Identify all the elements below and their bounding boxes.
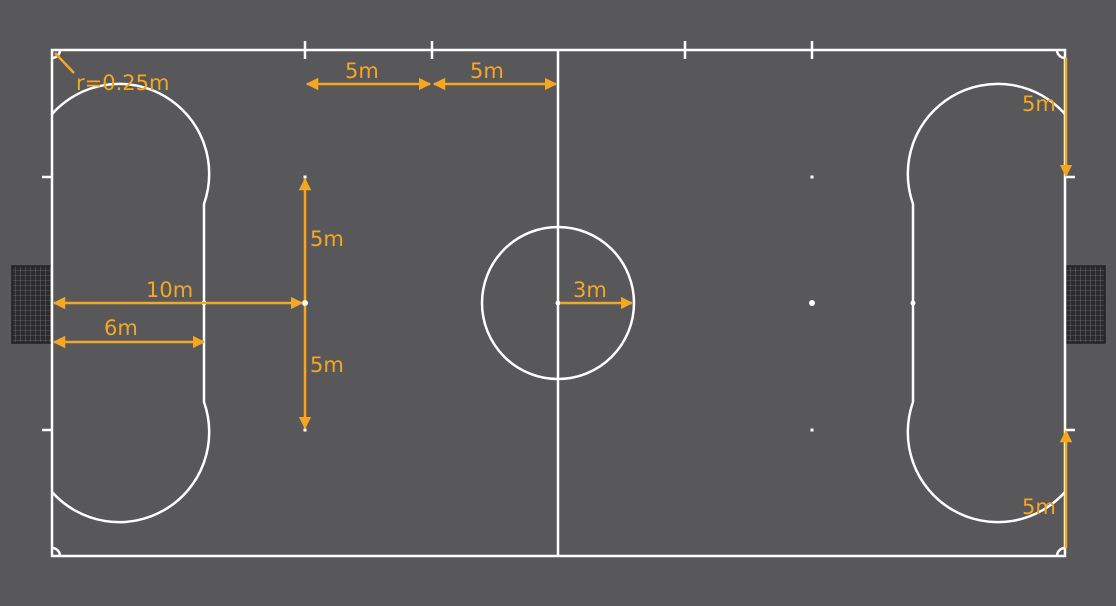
second-penalty-mark-right xyxy=(809,300,815,306)
penalty-mark-right xyxy=(910,300,916,306)
label-touchline-mark-1: 5m xyxy=(345,59,379,83)
goal-net-icon xyxy=(1064,265,1106,344)
center-circle xyxy=(480,225,636,381)
label-touchline-mark-2: 5m xyxy=(470,59,504,83)
label-penalty-mark-distance: 6m xyxy=(104,316,138,340)
distance-mark xyxy=(810,175,814,179)
distance-mark xyxy=(303,428,307,432)
label-second-penalty-distance: 10m xyxy=(146,278,193,302)
corner-arc xyxy=(1055,546,1066,557)
distance-mark xyxy=(303,175,307,179)
corner-radius-leader xyxy=(54,52,75,74)
label-end-sub-zone-bottom: 5m xyxy=(1022,495,1056,519)
label-second-penalty-up: 5m xyxy=(310,227,344,251)
second-penalty-mark-left xyxy=(302,300,308,306)
label-center-circle-radius: 3m xyxy=(573,278,607,302)
label-second-penalty-down: 5m xyxy=(310,353,344,377)
center-spot xyxy=(555,300,561,306)
label-end-sub-zone-top: 5m xyxy=(1022,92,1056,116)
corner-arc xyxy=(51,546,62,557)
label-corner-radius: r=0.25m xyxy=(76,71,169,95)
corner-arc xyxy=(1055,49,1066,60)
distance-mark xyxy=(810,428,814,432)
goal-net-icon xyxy=(11,265,53,344)
